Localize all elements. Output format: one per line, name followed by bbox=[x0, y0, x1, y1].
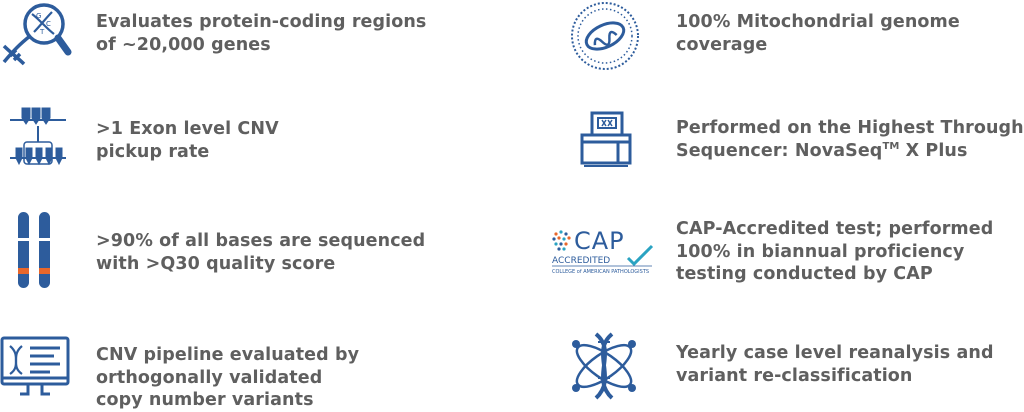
feature-line: coverage bbox=[676, 34, 768, 55]
feature-line: CAP-Accredited test; performed bbox=[676, 219, 994, 239]
feature-line: copy number variants bbox=[96, 390, 314, 410]
feature-line: 100% Mitochondrial genome bbox=[676, 12, 960, 32]
dna-magnifier-icon: G C T bbox=[0, 0, 72, 70]
feature-line: >1 Exon level CNV bbox=[96, 119, 279, 139]
feature-text: Evaluates protein-coding regions of ~20,… bbox=[96, 11, 426, 56]
feature-line: CNV pipeline evaluated by bbox=[96, 345, 360, 365]
feature-text: Yearly case level reanalysis and variant… bbox=[676, 342, 994, 387]
svg-text:T: T bbox=[39, 28, 45, 36]
exon-probe-icon bbox=[8, 102, 68, 174]
feature-text: CAP-Accredited test; performed 100% in b… bbox=[676, 218, 993, 286]
cap-accredited-logo: CAP ACCREDITED COLLEGE of AMERICAN PATHO… bbox=[548, 226, 660, 276]
feature-line-part: Sequencer: NovaSeq bbox=[676, 140, 883, 161]
mitochondria-icon bbox=[568, 0, 642, 72]
svg-text:ACCREDITED: ACCREDITED bbox=[552, 256, 610, 266]
trademark-superscript: TM bbox=[882, 140, 900, 152]
feature-line: variant re-classification bbox=[676, 365, 913, 386]
feature-text: >90% of all bases are sequenced with >Q3… bbox=[96, 230, 425, 275]
svg-text:C: C bbox=[46, 20, 51, 28]
feature-line-part: X Plus bbox=[899, 140, 968, 161]
feature-line: Performed on the Highest Throughput bbox=[676, 118, 1024, 138]
feature-line: testing conducted by CAP bbox=[676, 264, 933, 284]
feature-line: Evaluates protein-coding regions bbox=[96, 12, 427, 32]
atom-dna-icon bbox=[568, 328, 640, 404]
svg-text:G: G bbox=[36, 12, 41, 20]
feature-line: Yearly case level reanalysis and bbox=[676, 343, 994, 363]
sequencer-icon bbox=[578, 110, 634, 168]
feature-text: 100% Mitochondrial genome coverage bbox=[676, 11, 960, 56]
svg-text:COLLEGE of AMERICAN PATHOLOGIS: COLLEGE of AMERICAN PATHOLOGISTS bbox=[552, 269, 649, 275]
feature-line: with >Q30 quality score bbox=[96, 253, 336, 274]
feature-line: pickup rate bbox=[96, 141, 210, 162]
svg-text:CAP: CAP bbox=[574, 227, 625, 255]
feature-line: Sequencer: NovaSeqTM X Plus bbox=[676, 140, 1024, 163]
feature-line: 100% in biannual proficiency bbox=[676, 241, 965, 262]
feature-text: >1 Exon level CNV pickup rate bbox=[96, 118, 279, 163]
feature-line: of ~20,000 genes bbox=[96, 34, 271, 55]
chromosome-icon bbox=[14, 210, 54, 290]
feature-line: >90% of all bases are sequenced bbox=[96, 231, 426, 251]
feature-text: Performed on the Highest Throughput Sequ… bbox=[676, 117, 1024, 162]
feature-line: orthogonally validated bbox=[96, 367, 323, 388]
feature-text: CNV pipeline evaluated by orthogonally v… bbox=[96, 344, 359, 412]
monitor-dna-icon bbox=[0, 334, 72, 406]
